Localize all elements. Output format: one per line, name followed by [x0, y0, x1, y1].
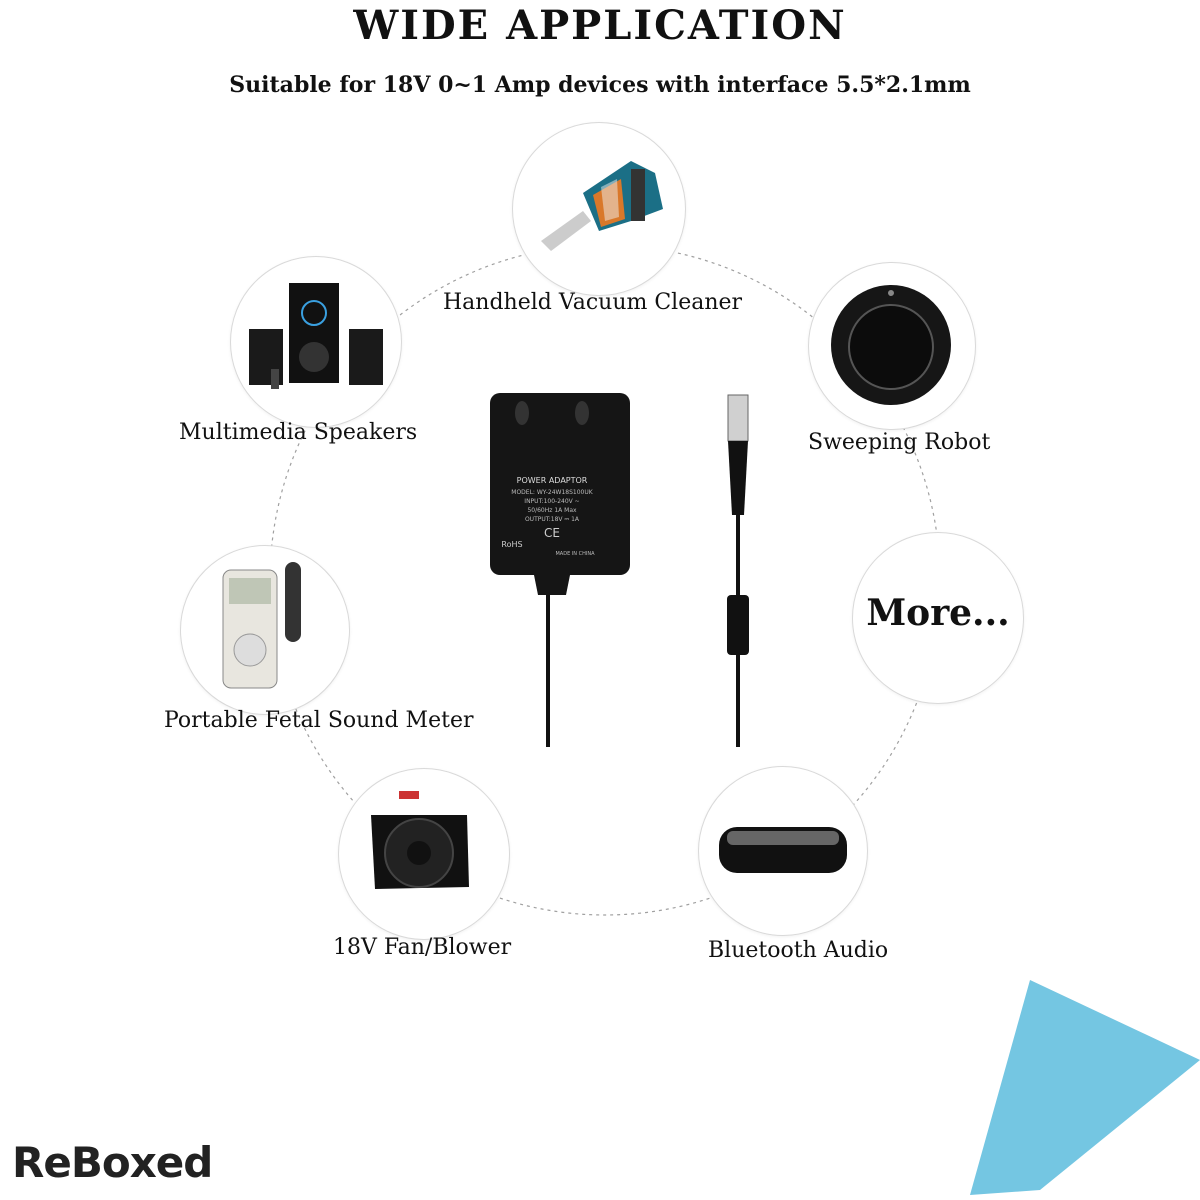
- blower-fan-icon: [371, 791, 469, 889]
- bubble-multimedia-speakers: [230, 256, 402, 428]
- page-subtitle: Suitable for 18V 0~1 Amp devices with in…: [229, 72, 971, 98]
- speakers-icon: [249, 283, 383, 389]
- more-label: More...: [866, 592, 1010, 634]
- label-bluetooth-audio: Bluetooth Audio: [708, 938, 889, 963]
- reboxed-logo: ReBoxed: [12, 1138, 213, 1187]
- bluetooth-speaker-icon: [719, 827, 847, 873]
- label-fetal-sound-meter: Portable Fetal Sound Meter: [164, 708, 474, 733]
- page-peel-decoration: [950, 980, 1200, 1200]
- adapter-rohs: RoHS: [501, 540, 522, 549]
- page-title: WIDE APPLICATION: [353, 2, 847, 49]
- handheld-vacuum-icon: [541, 161, 663, 251]
- adapter-output: OUTPUT:18V ⎓ 1A: [525, 516, 580, 523]
- adapter-made: MADE IN CHINA: [555, 551, 595, 557]
- bubble-more: [852, 532, 1024, 704]
- robot-vacuum-icon: [831, 285, 951, 405]
- label-handheld-vacuum: Handheld Vacuum Cleaner: [443, 290, 743, 315]
- bubble-fetal-sound-meter: [180, 545, 350, 715]
- label-sweeping-robot: Sweeping Robot: [808, 430, 991, 455]
- bubble-handheld-vacuum: [512, 122, 686, 296]
- fetal-doppler-icon: [222, 562, 301, 689]
- power-adapter-image: POWER ADAPTOR MODEL: WY-24W18S100UK INPU…: [490, 393, 749, 747]
- adapter-title: POWER ADAPTOR: [517, 476, 588, 485]
- label-multimedia-speakers: Multimedia Speakers: [179, 420, 418, 445]
- bubble-bluetooth-audio: [698, 766, 868, 936]
- adapter-input: INPUT:100-240V ~: [524, 498, 579, 505]
- label-fan-blower: 18V Fan/Blower: [333, 935, 512, 960]
- bubble-fan-blower: [338, 768, 510, 940]
- adapter-model: MODEL: WY-24W18S100UK: [511, 489, 593, 496]
- bubble-sweeping-robot: [808, 262, 976, 430]
- adapter-ce: CE: [544, 526, 560, 540]
- adapter-freq: 50/60Hz 1A Max: [527, 507, 577, 514]
